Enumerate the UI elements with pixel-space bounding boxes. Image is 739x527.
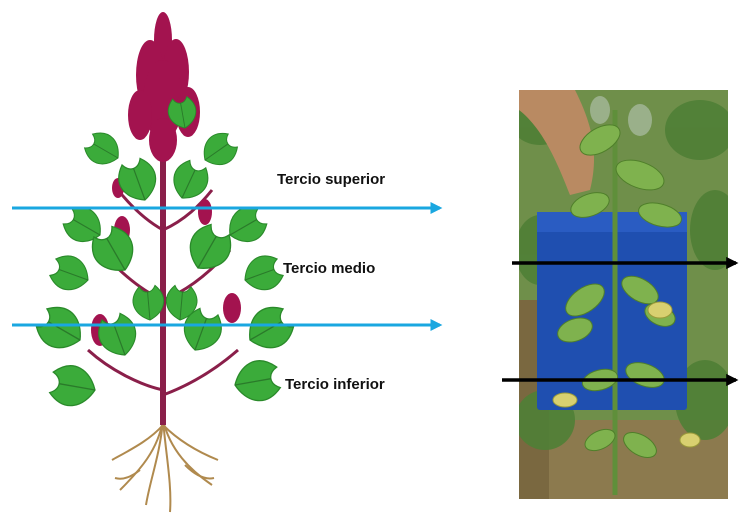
panicle bbox=[128, 12, 200, 162]
label-middle-third: Tercio medio bbox=[283, 260, 375, 277]
plant-illustration bbox=[32, 12, 298, 512]
field-photo bbox=[510, 90, 739, 500]
label-lower-third: Tercio inferior bbox=[285, 376, 385, 393]
label-upper-third: Tercio superior bbox=[277, 171, 385, 188]
root-system bbox=[112, 420, 218, 512]
